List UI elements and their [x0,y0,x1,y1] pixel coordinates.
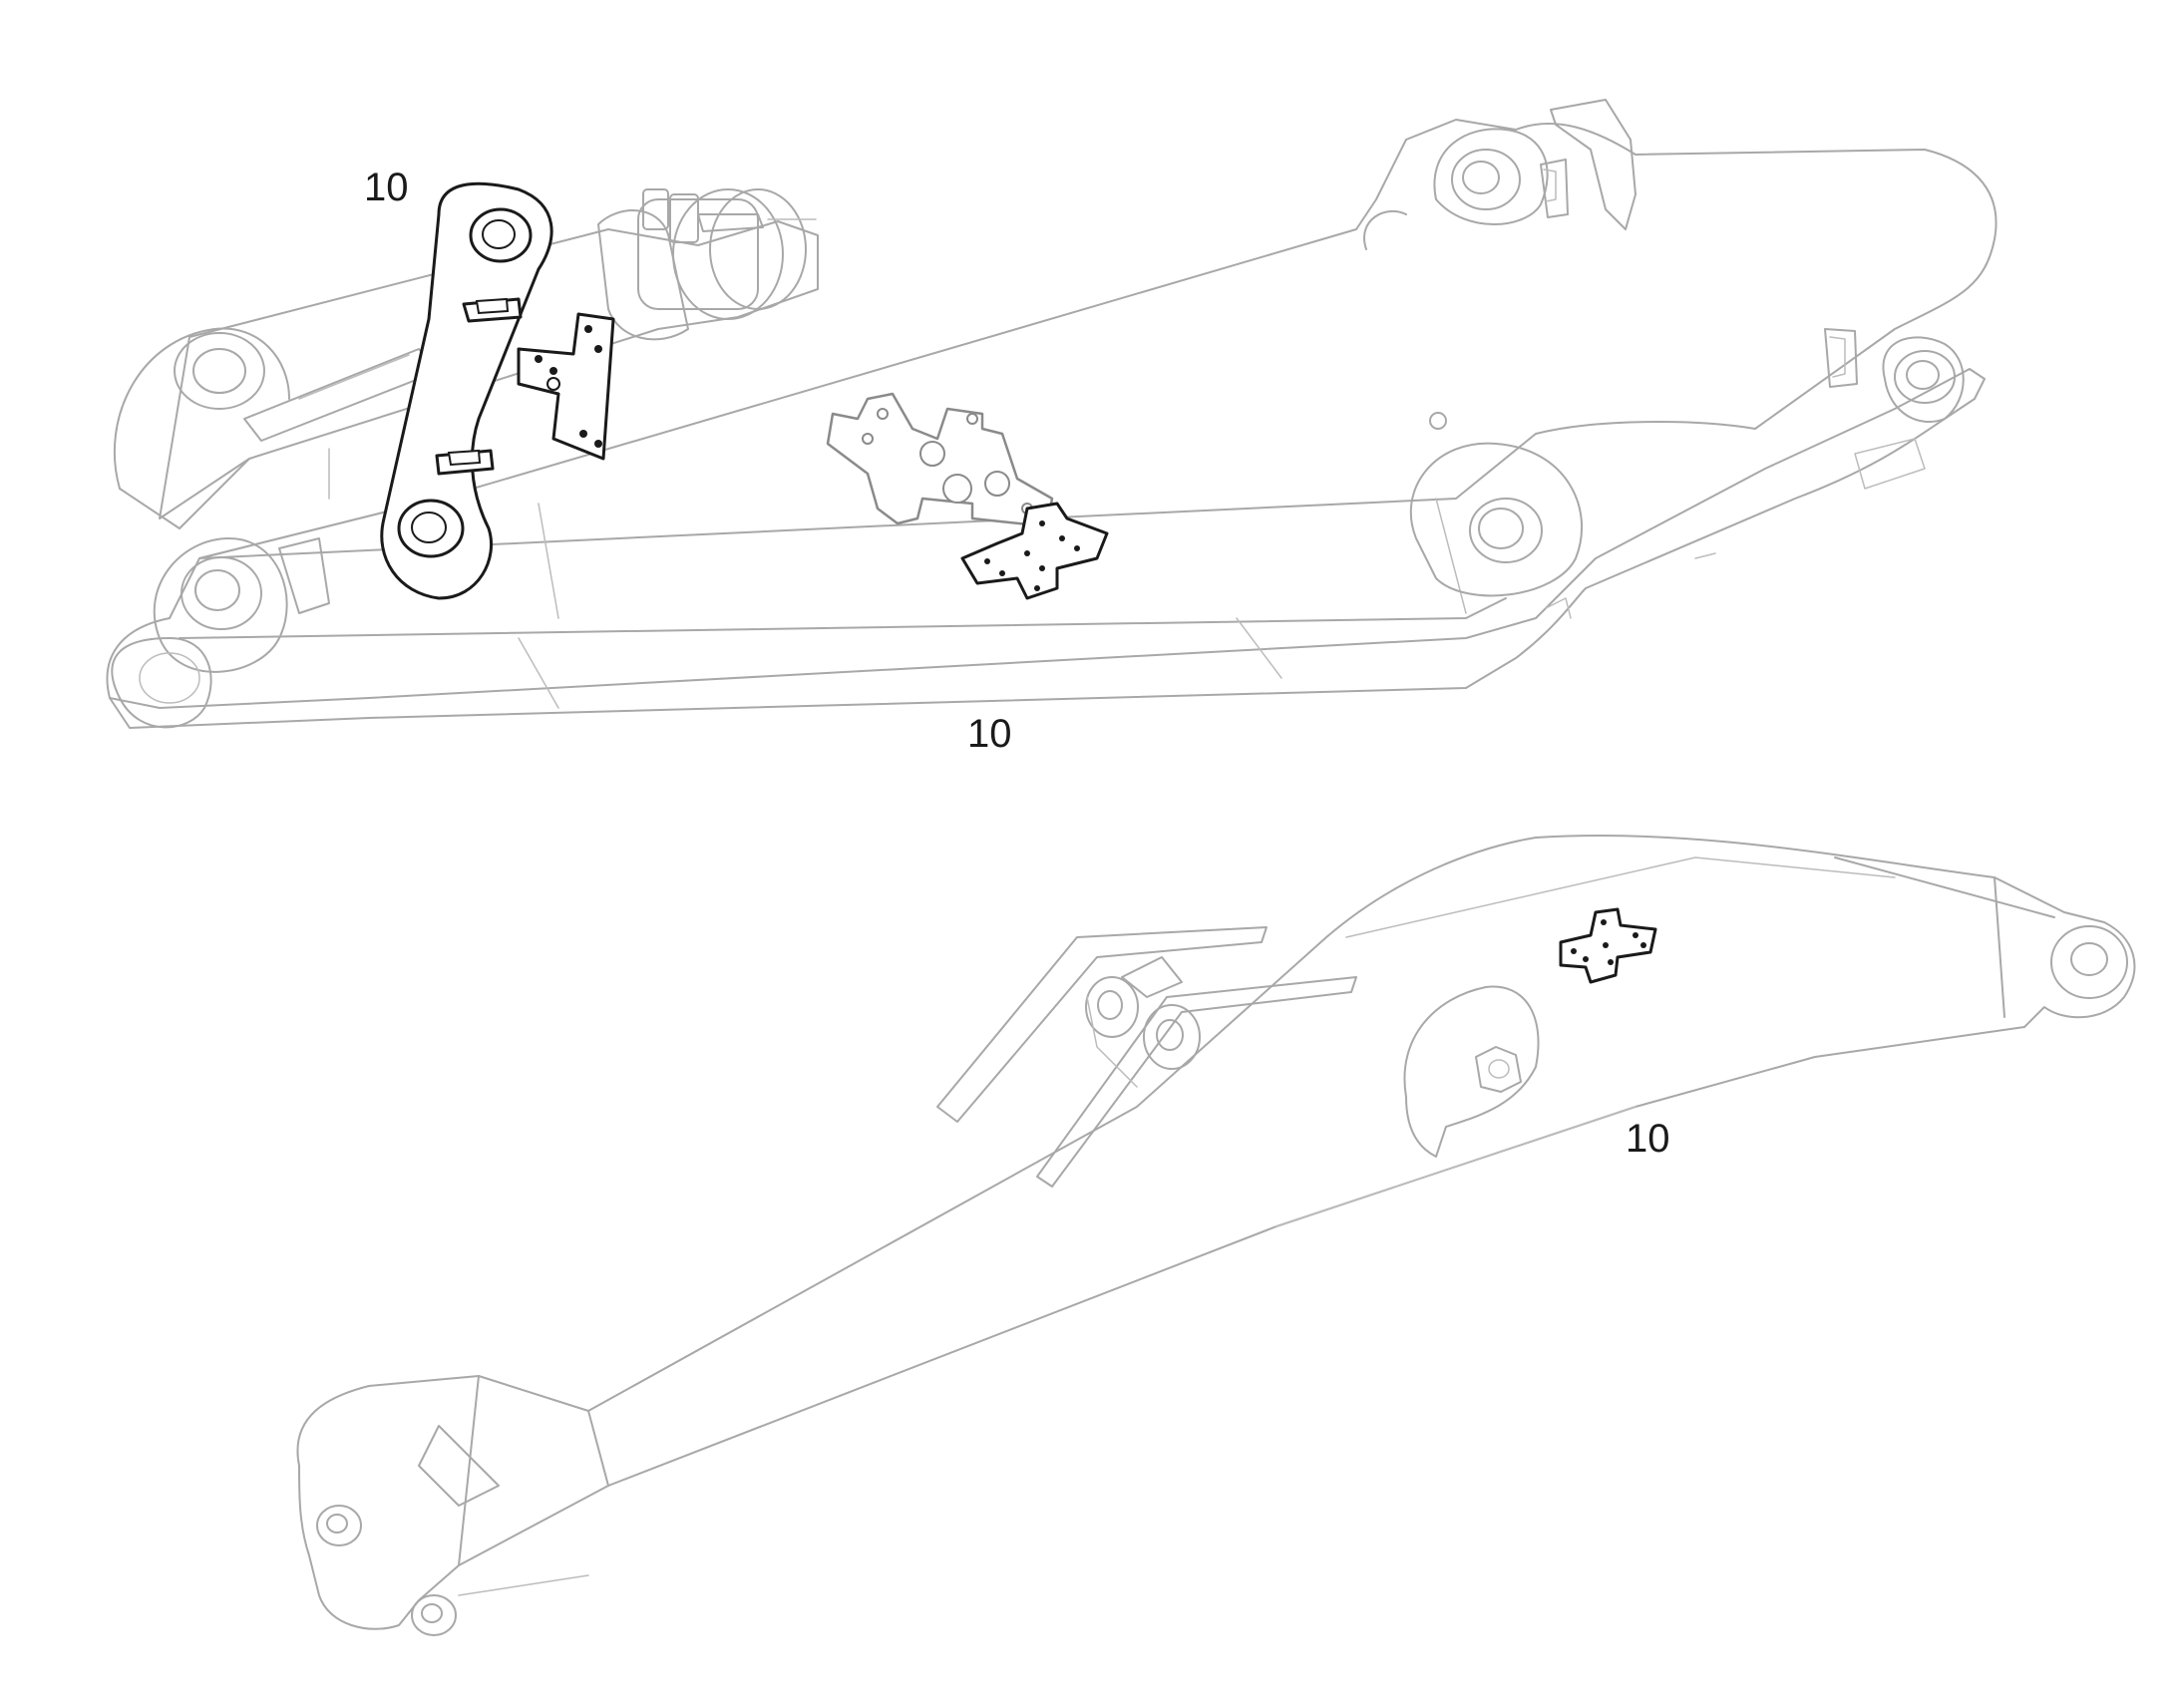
callout-arm: 10 [1626,1117,1670,1161]
callout-boom: 10 [967,712,1012,756]
boom-cross-plate [960,502,1109,600]
callout-link-arm: 10 [364,166,409,209]
link-bracket-plate [517,312,615,461]
arm-body [296,835,2136,1636]
link-arm [380,181,553,600]
boom-cylinder [113,188,819,529]
boom-plate-grey [826,392,1054,528]
arm-assembly [296,835,2136,1636]
boom-body [106,99,1998,729]
arm-cross-plate [1559,907,1657,984]
boom-assembly [106,99,1998,729]
